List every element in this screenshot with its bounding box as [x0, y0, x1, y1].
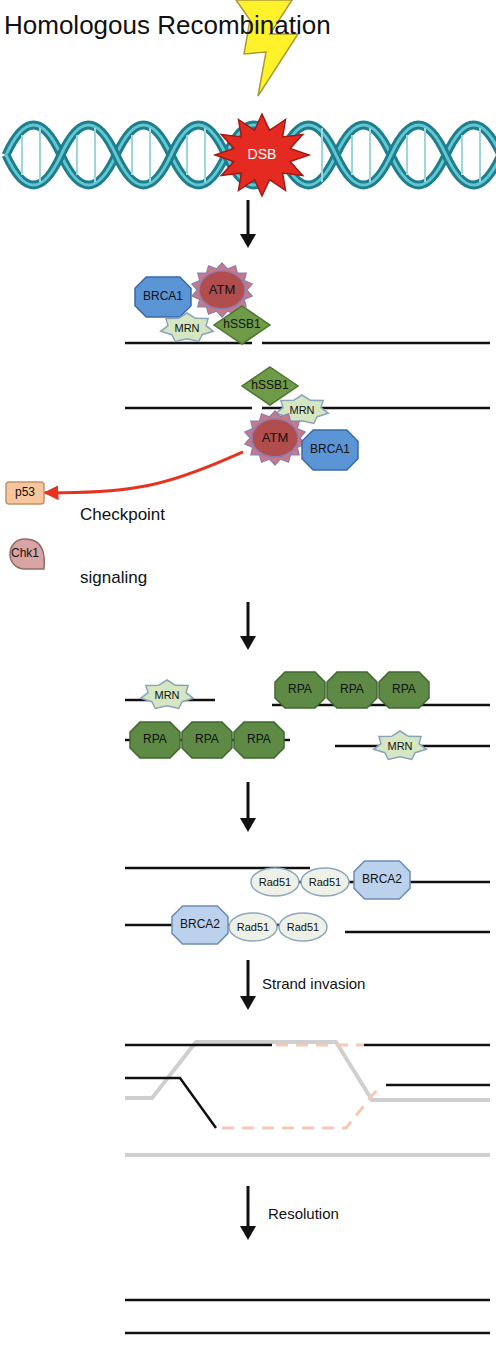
step-label: Resolution	[268, 1205, 339, 1222]
rpa-protein: RPA	[181, 721, 233, 759]
node-text: hSSB1	[223, 318, 260, 331]
step-label: Checkpoint	[80, 505, 165, 525]
node-text: Chk1	[11, 547, 39, 560]
node-text: Rad51	[237, 921, 269, 933]
hssb1-protein-shape	[214, 306, 270, 344]
brca2-protein: BRCA2	[353, 860, 411, 900]
diagram-title: Homologous Recombination	[4, 10, 331, 41]
node-text: MRN	[289, 404, 314, 416]
node-text: Rad51	[259, 876, 291, 888]
node-text: ATM	[262, 431, 288, 445]
rpa-protein-shape	[130, 722, 180, 758]
hssb1-protein: hSSB1	[213, 305, 271, 345]
brca2-protein-shape	[172, 906, 228, 944]
mrn-complex: MRN	[372, 730, 428, 762]
node-text: Rad51	[309, 876, 341, 888]
brca1-protein: BRCA1	[301, 429, 359, 471]
rpa-protein-shape	[379, 672, 429, 708]
atm-kinase: ATM	[243, 410, 307, 466]
step-arrow	[240, 960, 256, 1010]
node-text: RPA	[195, 733, 219, 746]
signal-arrow	[45, 452, 243, 493]
brca1-protein-shape	[135, 277, 191, 317]
node-text: RPA	[247, 733, 271, 746]
rad51-protein: Rad51	[250, 867, 300, 897]
rpa-protein: RPA	[378, 671, 430, 709]
step-label: signaling	[80, 568, 147, 588]
node-text: hSSB1	[251, 379, 288, 392]
node-text: RPA	[143, 733, 167, 746]
brca1-protein-shape	[302, 430, 358, 470]
node-text: DSB	[248, 147, 277, 162]
node-text: RPA	[392, 683, 416, 696]
node-text: BRCA2	[180, 918, 220, 931]
step-arrow	[240, 1186, 256, 1240]
atm-spikes	[245, 411, 305, 465]
brca2-protein-shape	[354, 861, 410, 899]
step-label: Strand invasion	[262, 975, 365, 992]
hssb1-protein-shape	[242, 367, 298, 405]
node-text: BRCA2	[362, 873, 402, 886]
rad51-protein-shape	[301, 868, 349, 896]
p53-protein: p53	[5, 481, 45, 505]
mrn-complex-shape	[374, 731, 427, 760]
rpa-protein: RPA	[129, 721, 181, 759]
node-text: Rad51	[287, 921, 319, 933]
node-text: BRCA1	[310, 443, 350, 456]
node-text: MRN	[154, 689, 179, 701]
dna-strand-line	[125, 1300, 490, 1333]
mrn-complex: MRN	[159, 312, 215, 344]
rad51-protein: Rad51	[300, 867, 350, 897]
node-text: RPA	[340, 683, 364, 696]
atm-kinase-shape	[252, 419, 298, 457]
rpa-protein-shape	[275, 672, 325, 708]
node-text: MRN	[174, 322, 199, 334]
chk1-kinase: Chk1	[3, 537, 47, 571]
step-arrow	[240, 602, 256, 650]
rpa-protein: RPA	[233, 721, 285, 759]
atm-kinase-shape	[199, 271, 245, 309]
mrn-complex-shape	[161, 313, 214, 342]
mrn-complex-shape	[141, 680, 194, 709]
rad51-protein-shape	[251, 868, 299, 896]
node-text: BRCA1	[143, 290, 183, 303]
rpa-protein: RPA	[326, 671, 378, 709]
rad51-protein: Rad51	[278, 912, 328, 942]
rpa-protein-shape	[234, 722, 284, 758]
chk1-kinase-shape	[10, 539, 44, 569]
node-text: ATM	[209, 283, 235, 297]
step-arrow	[240, 782, 256, 832]
node-text: RPA	[288, 683, 312, 696]
rpa-protein-shape	[327, 672, 377, 708]
node-text: p53	[15, 486, 35, 499]
rpa-protein-shape	[182, 722, 232, 758]
holliday-junction	[125, 1042, 490, 1155]
rpa-protein: RPA	[274, 671, 326, 709]
p53-protein-shape	[6, 482, 44, 504]
step-arrow	[240, 200, 256, 248]
break-star: DSB	[214, 113, 310, 197]
break-star-shape	[215, 114, 309, 196]
rad51-protein: Rad51	[228, 912, 278, 942]
rad51-protein-shape	[279, 913, 327, 941]
brca2-protein: BRCA2	[171, 905, 229, 945]
node-text: MRN	[387, 740, 412, 752]
brca1-protein: BRCA1	[134, 276, 192, 318]
mrn-complex: MRN	[139, 679, 195, 711]
rad51-protein-shape	[229, 913, 277, 941]
